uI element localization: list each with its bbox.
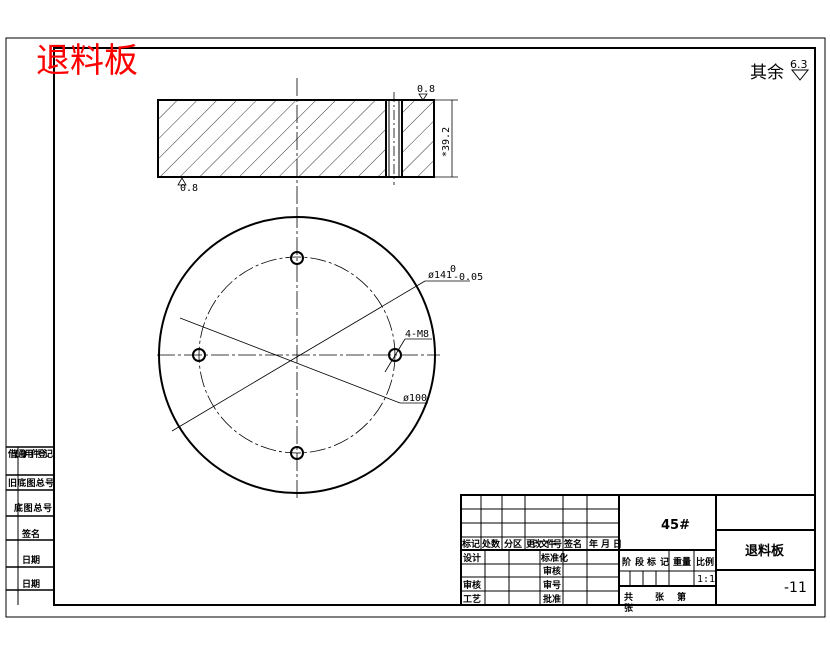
material: 45#	[661, 518, 690, 533]
drawing-number: -11	[784, 580, 807, 596]
svg-text:批准: 批准	[543, 593, 561, 605]
hole	[388, 348, 402, 362]
inner-frame	[53, 47, 816, 606]
svg-text:审号: 审号	[543, 579, 561, 591]
svg-text:更改文件号: 更改文件号	[526, 538, 562, 550]
top-view: ø141 0 -0.05 ø100 4-M8	[157, 210, 483, 500]
svg-text:-0.05: -0.05	[453, 272, 483, 283]
surface-note: 其余 6.3	[750, 58, 810, 83]
thickness-dimension: *39.2	[441, 127, 452, 157]
svg-text:旧底图总号: 旧底图总号	[8, 477, 54, 489]
part-name: 退料板	[745, 543, 785, 559]
svg-text:段: 段	[635, 556, 645, 568]
hole	[192, 348, 206, 362]
svg-text:签名: 签名	[563, 538, 582, 550]
svg-text:年: 年	[589, 538, 598, 550]
svg-text:阶: 阶	[622, 556, 632, 568]
svg-text:审核: 审核	[543, 565, 561, 577]
svg-text:日: 日	[613, 539, 622, 550]
svg-text:比例: 比例	[696, 556, 714, 568]
svg-text:重量: 重量	[673, 556, 691, 568]
drawing-title: 退料板	[36, 41, 138, 81]
svg-text:标记: 标记	[461, 538, 480, 550]
title-block	[460, 494, 816, 606]
side-view: *39.2 0.8 0.8	[157, 78, 458, 210]
svg-text:借(通)用件登记: 借(通)用件登记	[7, 448, 53, 460]
roughness-symbol-icon	[790, 69, 810, 81]
hole-spec: 4-M8	[405, 329, 429, 340]
svg-text:分区: 分区	[504, 538, 522, 550]
svg-text:审核: 审核	[463, 579, 481, 591]
svg-text:处数: 处数	[481, 538, 501, 550]
outer-border	[5, 37, 826, 618]
svg-text:签名: 签名	[21, 528, 40, 540]
svg-text:其余: 其余	[750, 63, 784, 83]
svg-text:记: 记	[660, 556, 669, 568]
svg-text:标准化: 标准化	[540, 552, 568, 564]
svg-text:底图总号: 底图总号	[14, 502, 52, 514]
scale: 1:1	[697, 574, 715, 585]
svg-text:共: 共	[624, 591, 633, 603]
hole	[290, 446, 304, 460]
svg-text:设计: 设计	[463, 552, 481, 564]
svg-text:月: 月	[600, 539, 610, 550]
pcd-diameter: ø100	[403, 393, 427, 404]
svg-text:6.3: 6.3	[790, 58, 808, 71]
svg-text:标: 标	[646, 556, 656, 568]
svg-text:0: 0	[450, 264, 456, 275]
svg-text:第: 第	[677, 591, 686, 603]
svg-text:0.8: 0.8	[180, 183, 198, 194]
side-strip	[6, 446, 54, 605]
svg-text:张: 张	[624, 602, 634, 614]
svg-text:日期: 日期	[22, 554, 40, 566]
svg-text:日期: 日期	[22, 578, 40, 590]
outer-diameter: ø141	[428, 270, 452, 281]
svg-text:0.8: 0.8	[417, 84, 435, 95]
hole	[290, 251, 304, 265]
svg-text:张: 张	[655, 591, 665, 603]
svg-text:工艺: 工艺	[463, 593, 481, 605]
